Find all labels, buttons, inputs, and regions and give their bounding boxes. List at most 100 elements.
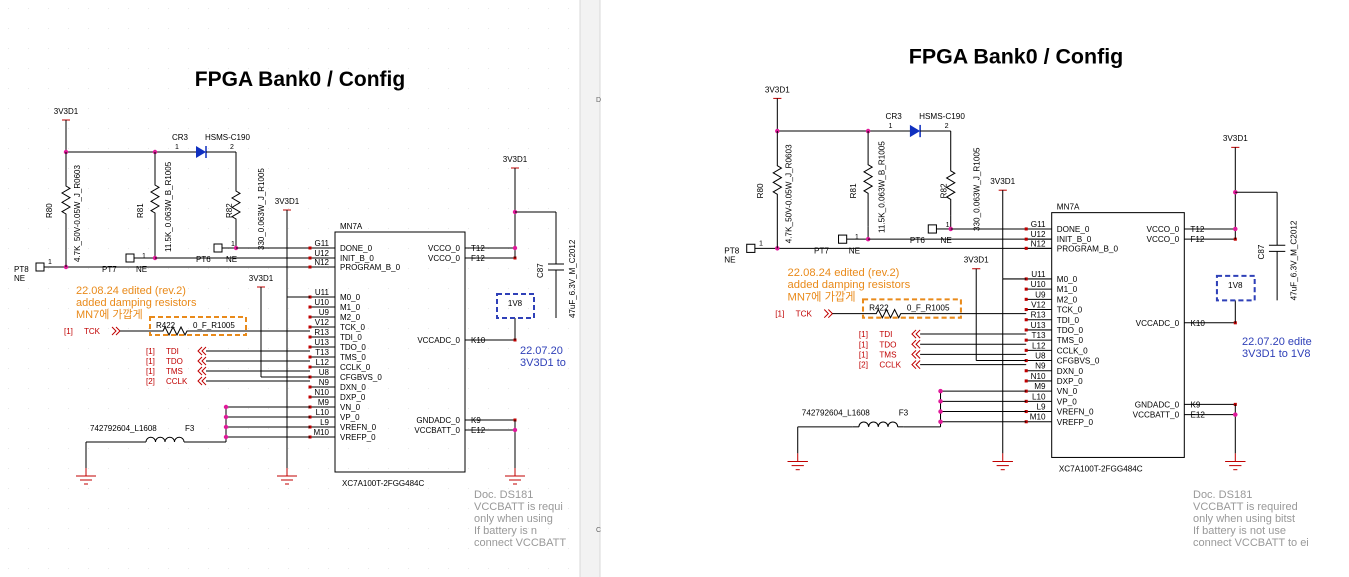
signal-name: CCLK <box>166 377 188 386</box>
grid-dot <box>528 288 529 289</box>
grid-dot <box>188 568 189 569</box>
grid-dot <box>348 228 349 229</box>
r82-value: 330_0.063W_J_R1005 <box>972 147 981 231</box>
grid-dot <box>508 48 509 49</box>
grid-dot <box>368 108 369 109</box>
grid-dot <box>188 428 189 429</box>
grid-dot <box>568 508 569 509</box>
grid-dot <box>328 428 329 429</box>
resistor-symbol <box>61 152 71 248</box>
grid-dot <box>228 388 229 389</box>
grid-dot <box>188 8 189 9</box>
grid-dot <box>328 308 329 309</box>
grid-dot <box>548 8 549 9</box>
grid-dot <box>208 368 209 369</box>
pin-number: F12 <box>471 254 485 263</box>
grid-dot <box>568 168 569 169</box>
grid-dot <box>288 508 289 509</box>
grid-dot <box>448 328 449 329</box>
grid-dot <box>208 528 209 529</box>
pin-name: DXN_0 <box>340 383 366 392</box>
grid-dot <box>68 328 69 329</box>
grid-dot <box>88 428 89 429</box>
grid-dot <box>88 108 89 109</box>
grid-dot <box>228 208 229 209</box>
pin-name: INIT_B_0 <box>1057 235 1092 244</box>
grid-dot <box>288 328 289 329</box>
grid-dot <box>68 228 69 229</box>
grid-dot <box>108 48 109 49</box>
pin-marker <box>308 305 312 309</box>
grid-dot <box>148 408 149 409</box>
pin-number: 1 <box>855 233 859 241</box>
pin-number: G11 <box>314 239 329 248</box>
grid-dot <box>468 268 469 269</box>
grid-dot <box>108 248 109 249</box>
grid-dot <box>388 88 389 89</box>
grid-dot <box>168 428 169 429</box>
grid-dot <box>448 48 449 49</box>
grid-dot <box>408 408 409 409</box>
grid-dot <box>248 28 249 29</box>
grid-dot <box>568 468 569 469</box>
grid-dot <box>68 68 69 69</box>
grid-dot <box>8 548 9 549</box>
grid-dot <box>508 28 509 29</box>
grid-dot <box>128 428 129 429</box>
grid-dot <box>208 68 209 69</box>
grid-dot <box>548 568 549 569</box>
r82-value: 330_0.063W_J_R1005 <box>257 168 266 250</box>
grid-dot <box>408 568 409 569</box>
grid-dot <box>88 488 89 489</box>
grid-dot <box>168 128 169 129</box>
grid-dot <box>108 388 109 389</box>
grid-dot <box>528 188 529 189</box>
grid-dot <box>148 468 149 469</box>
led-symbol <box>909 124 921 138</box>
grid-dot <box>168 568 169 569</box>
grid-dot <box>548 68 549 69</box>
grid-dot <box>108 568 109 569</box>
grid-dot <box>568 308 569 309</box>
grid-dot <box>288 368 289 369</box>
grid-dot <box>428 208 429 209</box>
grid-dot <box>388 168 389 169</box>
grid-dot <box>368 228 369 229</box>
pin-number: L10 <box>1032 392 1046 401</box>
grid-dot <box>508 488 509 489</box>
chip-part: XC7A100T-2FGG484C <box>342 479 424 488</box>
grid-dot <box>388 228 389 229</box>
grid-dot <box>528 368 529 369</box>
grid-dot <box>328 128 329 129</box>
pt6-label: PT6 <box>196 255 211 264</box>
grid-dot <box>488 108 489 109</box>
grid-dot <box>28 248 29 249</box>
grid-dot <box>268 88 269 89</box>
grid-dot <box>348 368 349 369</box>
grid-dot <box>168 88 169 89</box>
grid-dot <box>8 388 9 389</box>
grid-dot <box>108 528 109 529</box>
grid-dot <box>208 288 209 289</box>
grid-dot <box>228 188 229 189</box>
grid-dot <box>408 388 409 389</box>
grid-dot <box>108 28 109 29</box>
grid-dot <box>148 268 149 269</box>
grid-dot <box>228 88 229 89</box>
grid-dot <box>428 248 429 249</box>
grid-dot <box>68 368 69 369</box>
grid-dot <box>528 68 529 69</box>
grid-dot <box>428 388 429 389</box>
grid-dot <box>428 328 429 329</box>
grid-dot <box>448 508 449 509</box>
edit-note: 22.08.24 edited (rev.2) <box>788 267 900 279</box>
grid-dot <box>128 328 129 329</box>
grid-dot <box>188 488 189 489</box>
junction-dot <box>223 434 229 440</box>
grid-dot <box>548 168 549 169</box>
frame-letter: C <box>596 527 601 534</box>
grid-dot <box>28 388 29 389</box>
grid-dot <box>388 108 389 109</box>
grid-dot <box>408 508 409 509</box>
grid-dot <box>228 8 229 9</box>
